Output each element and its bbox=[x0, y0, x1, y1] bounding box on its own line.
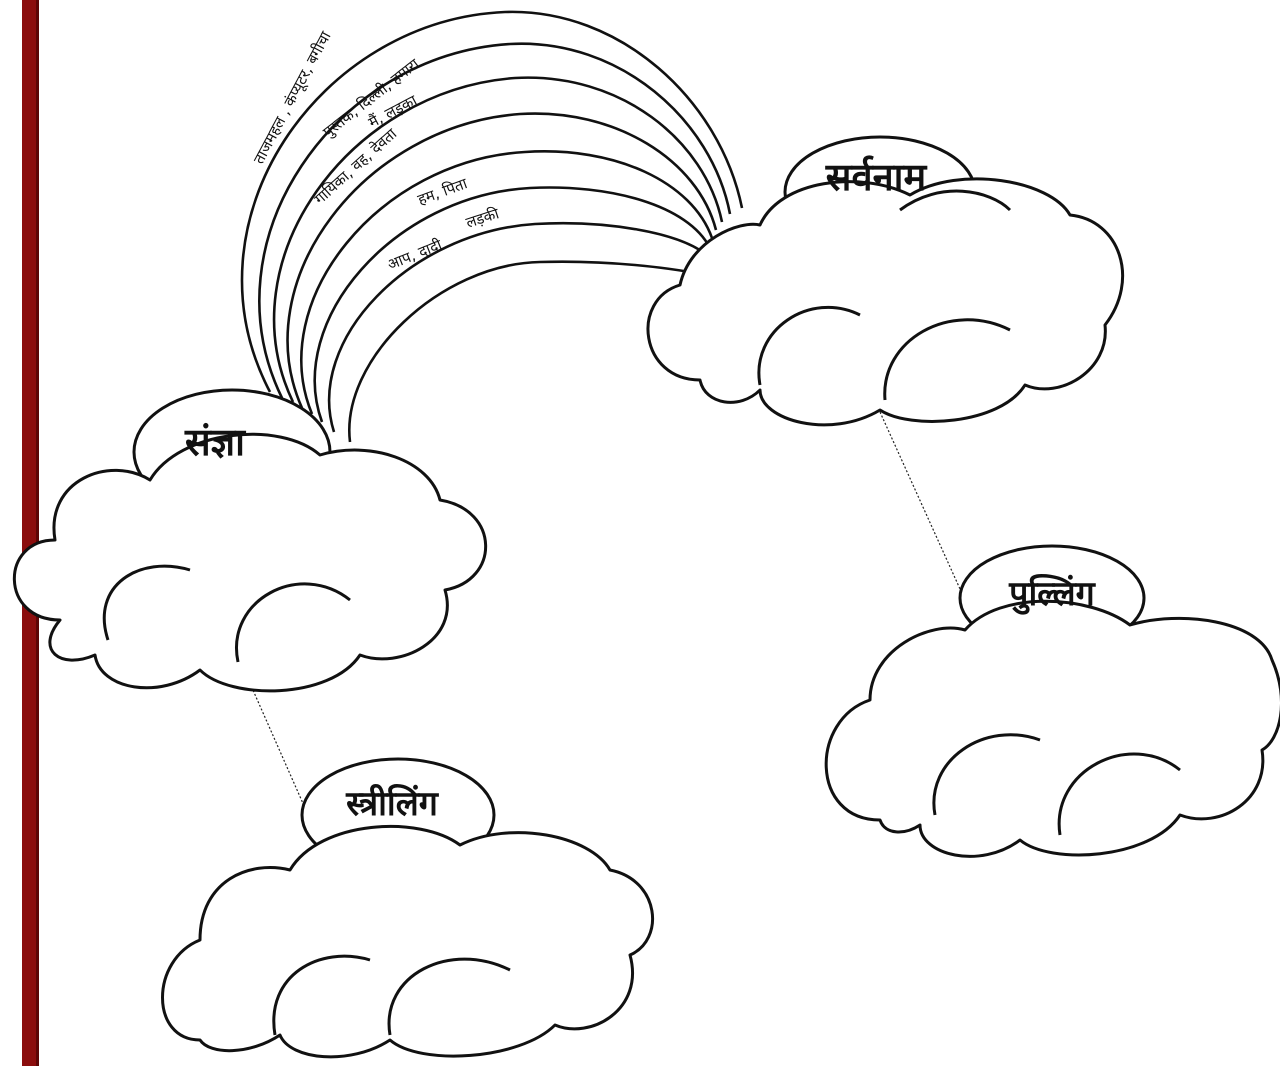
rainbow-band-7-words: आप, दादी bbox=[385, 235, 446, 273]
rainbow-band-6-words: लड़की bbox=[464, 204, 503, 232]
connector-sarvanam-pulling bbox=[879, 411, 966, 601]
rainbow: ताजमहल , कंप्यूटर, बगीचा पुस्तक, दिल्ली,… bbox=[240, 10, 744, 443]
rainbow-arc-3 bbox=[272, 76, 724, 403]
cloud-sangya: संज्ञा bbox=[12, 388, 488, 693]
connector-sangya-striling bbox=[244, 671, 306, 809]
cloud-sangya-title: संज्ञा bbox=[184, 419, 246, 464]
rainbow-arc-4 bbox=[286, 112, 718, 409]
cloud-sarvanam: सर्वनाम bbox=[646, 135, 1125, 427]
margin-bar bbox=[22, 0, 38, 1066]
rainbow-arc-7 bbox=[327, 221, 709, 433]
rainbow-band-1-words: ताजमहल , कंप्यूटर, बगीचा bbox=[250, 27, 336, 167]
cloud-striling-title: स्त्रीलिंग bbox=[345, 783, 440, 824]
margin-bar-edge bbox=[36, 0, 39, 1066]
rainbow-arc-8 bbox=[348, 260, 701, 443]
rainbow-arc-1 bbox=[240, 10, 744, 393]
cloud-pulling: पुल्लिंग bbox=[824, 544, 1280, 858]
cloud-striling: स्त्रीलिंग bbox=[161, 757, 654, 1059]
rainbow-arc-5 bbox=[300, 150, 714, 415]
cloud-pulling-title: पुल्लिंग bbox=[1008, 573, 1097, 615]
rainbow-arc-6 bbox=[313, 186, 712, 423]
rainbow-arc-2 bbox=[258, 42, 732, 399]
cloud-sarvanam-title: सर्वनाम bbox=[825, 154, 928, 199]
